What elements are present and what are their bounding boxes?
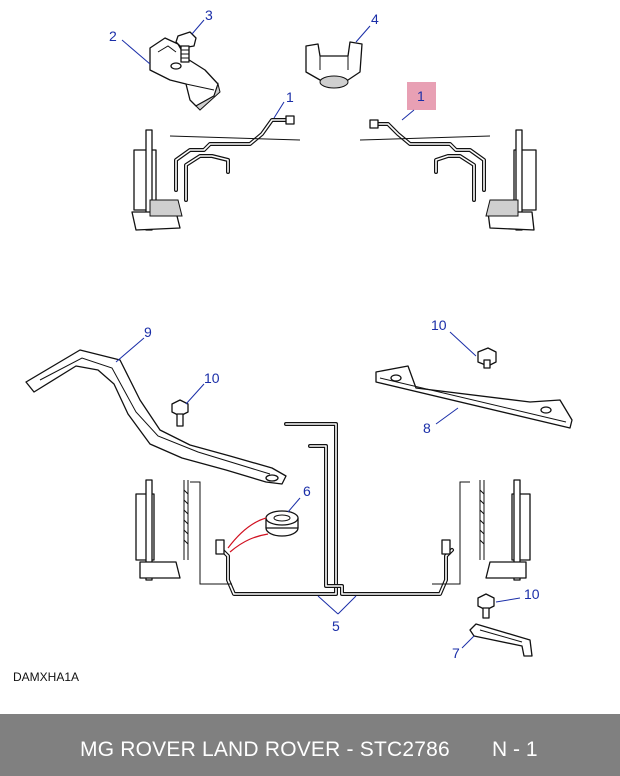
footer-title: MG ROVER LAND ROVER - STC2786 xyxy=(80,738,450,761)
callout-highlight xyxy=(407,82,436,110)
front-right-wheel-assembly xyxy=(359,119,537,231)
part-6-red-leader xyxy=(227,517,269,553)
front-left-wheel-assembly xyxy=(131,115,301,231)
rear-right-wheel-assembly xyxy=(479,479,531,581)
drawing-code: DAMXHA1A xyxy=(13,670,80,684)
bolt-part-10-bottom-right xyxy=(477,593,495,619)
callout-8: 8 xyxy=(423,420,431,436)
bracket-bar-part-8 xyxy=(375,365,573,429)
parts-diagram: 2 3 4 1 1 9 10 10 8 6 5 10 7 xyxy=(25,7,573,661)
callout-2: 2 xyxy=(109,28,117,44)
callout-4: 4 xyxy=(371,11,379,27)
callout-6: 6 xyxy=(303,483,311,499)
footer-bar: MG ROVER LAND ROVER - STC2786 N - 1 xyxy=(0,714,620,776)
rear-brake-pipe-assembly xyxy=(190,422,470,596)
bolt-part-10-left xyxy=(171,399,189,427)
callout-7: 7 xyxy=(452,645,460,661)
callout-1-right: 1 xyxy=(417,88,425,104)
footer-page-number: N - 1 xyxy=(492,738,538,761)
callout-5: 5 xyxy=(332,618,340,634)
callout-10-left: 10 xyxy=(204,370,220,386)
bolt-part-10-top-right xyxy=(477,347,497,369)
rear-left-wheel-assembly xyxy=(135,479,189,581)
leader-lines xyxy=(115,19,521,649)
callout-10-top-right: 10 xyxy=(431,317,447,333)
callout-9: 9 xyxy=(144,324,152,340)
bolt-part-3 xyxy=(175,31,197,63)
rail-part-9 xyxy=(25,349,287,485)
grommet-part-6 xyxy=(265,510,299,537)
callout-3: 3 xyxy=(205,7,213,23)
bracket-part-7 xyxy=(469,623,533,657)
callout-1-left: 1 xyxy=(286,89,294,105)
callout-10-bottom-right: 10 xyxy=(524,586,540,602)
clip-part-4 xyxy=(305,41,363,89)
